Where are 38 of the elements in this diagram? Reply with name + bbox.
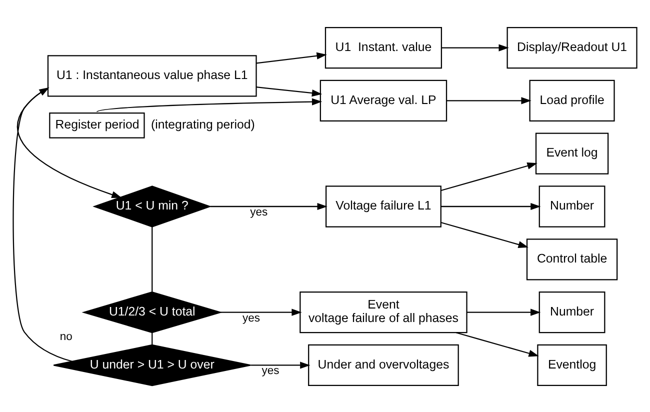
arrow xyxy=(220,308,302,316)
arrow xyxy=(250,361,310,368)
arrow xyxy=(256,86,322,96)
node-box: U1 Average val. LP xyxy=(320,79,448,121)
node-box: Number xyxy=(538,291,606,333)
node-box: Event voltage failure of all phases xyxy=(300,291,468,333)
node-diamond: U1/2/3 < U total xyxy=(82,290,222,333)
connector xyxy=(152,332,153,344)
node-box: Number xyxy=(538,185,606,227)
edge-label: yes xyxy=(262,364,280,377)
arrow xyxy=(12,86,72,362)
node-box: Under and overvoltages xyxy=(308,344,459,386)
arrow xyxy=(440,162,538,191)
node-box: Control table xyxy=(526,238,618,280)
arrow xyxy=(466,308,541,316)
arrow xyxy=(210,202,328,210)
connector xyxy=(152,226,153,292)
arrow xyxy=(441,202,541,210)
arrow xyxy=(256,52,327,64)
node-box: Display/Readout U1 xyxy=(506,26,638,68)
edge-label: yes xyxy=(242,312,260,324)
node-box: U1 Instant. value xyxy=(324,26,442,68)
node-label: (integrating period) xyxy=(150,117,255,132)
arrow xyxy=(16,87,122,198)
node-box: Voltage failure L1 xyxy=(326,185,442,227)
node-diamond: U under > U1 > U over xyxy=(53,344,252,386)
node-box: Event log xyxy=(535,132,609,174)
arrow xyxy=(442,44,509,51)
node-diamond: U1 < U min ? xyxy=(92,185,212,227)
node-box: Load profile xyxy=(529,79,615,121)
node-box: Register period xyxy=(49,112,145,138)
edge-label: yes xyxy=(250,206,268,218)
node-box: U1 : Instantaneous value phase L1 xyxy=(47,54,257,96)
arrow xyxy=(446,96,532,104)
node-box: Eventlog xyxy=(537,344,607,386)
arrow xyxy=(440,221,528,248)
edge-label: no xyxy=(60,330,72,343)
arrow xyxy=(456,332,539,356)
